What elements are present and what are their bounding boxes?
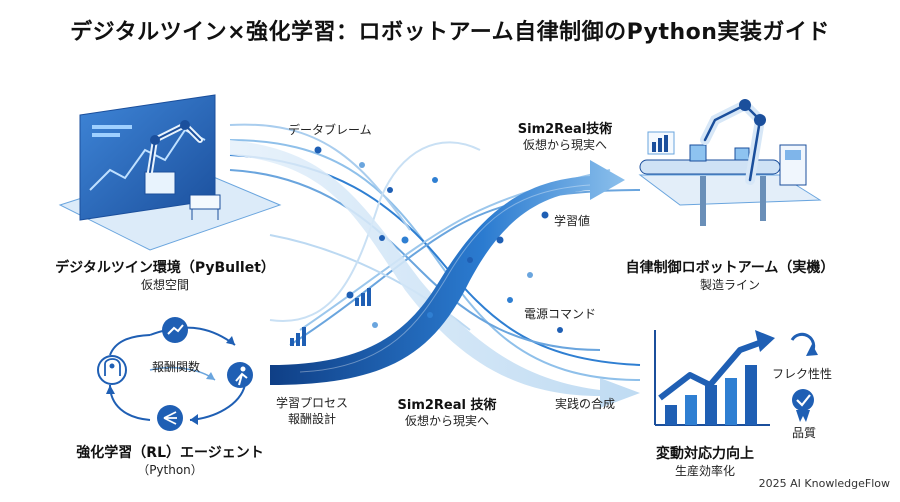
flexibility-label: フレク性性 xyxy=(772,367,833,381)
sim2real-bottom-sublabel: 仮想から現実へ xyxy=(404,414,490,428)
sim2real-bottom-label: Sim2Real 技術 xyxy=(397,398,497,413)
quality-badge-icon xyxy=(792,389,814,422)
robot-label: 自律制御ロボットアーム（実機） xyxy=(625,260,835,276)
practice-fusion-label: 実践の合成 xyxy=(555,397,616,411)
sim2real-top-label: Sim2Real技術 xyxy=(517,122,613,137)
agent-sublabel: （Python） xyxy=(137,463,203,477)
page-title: デジタルツイン×強化学習：ロボットアーム自律制御のPython実装ガイド xyxy=(70,20,830,45)
footer-credit: 2025 AI KnowledgeFlow xyxy=(758,477,890,490)
outcome-label: 変動対応力向上 xyxy=(656,446,754,462)
learned-values-label: 学習値 xyxy=(554,214,591,228)
robot-sublabel: 製造ライン xyxy=(699,278,761,292)
power-command-label: 電源コマンド xyxy=(524,307,597,321)
rl-agent-cycle xyxy=(97,317,253,431)
quality-label: 品質 xyxy=(792,426,817,440)
flow-streams xyxy=(229,123,641,408)
reward-design-label: 報酬設計 xyxy=(287,412,337,426)
reward-function-label: 報酬関数 xyxy=(152,360,201,374)
brain-head-icon xyxy=(97,355,127,385)
agent-label: 強化学習（RL）エージェント xyxy=(76,445,264,461)
refresh-icon xyxy=(790,332,818,356)
outcome-chart-illustration xyxy=(654,330,818,426)
learning-process-label: 学習プロセス xyxy=(275,396,349,410)
digital-twin-illustration xyxy=(58,94,282,251)
robot-arm-illustration xyxy=(638,98,822,226)
growth-node-icon xyxy=(162,317,188,343)
digital-twin-sublabel: 仮想空間 xyxy=(140,278,190,292)
digital-twin-label: デジタルツイン環境（PyBullet） xyxy=(55,260,275,276)
data-stream-label: データブレーム xyxy=(288,123,372,137)
sim2real-top-sublabel: 仮想から現実へ xyxy=(522,138,608,152)
outcome-sublabel: 生産効率化 xyxy=(674,464,736,478)
